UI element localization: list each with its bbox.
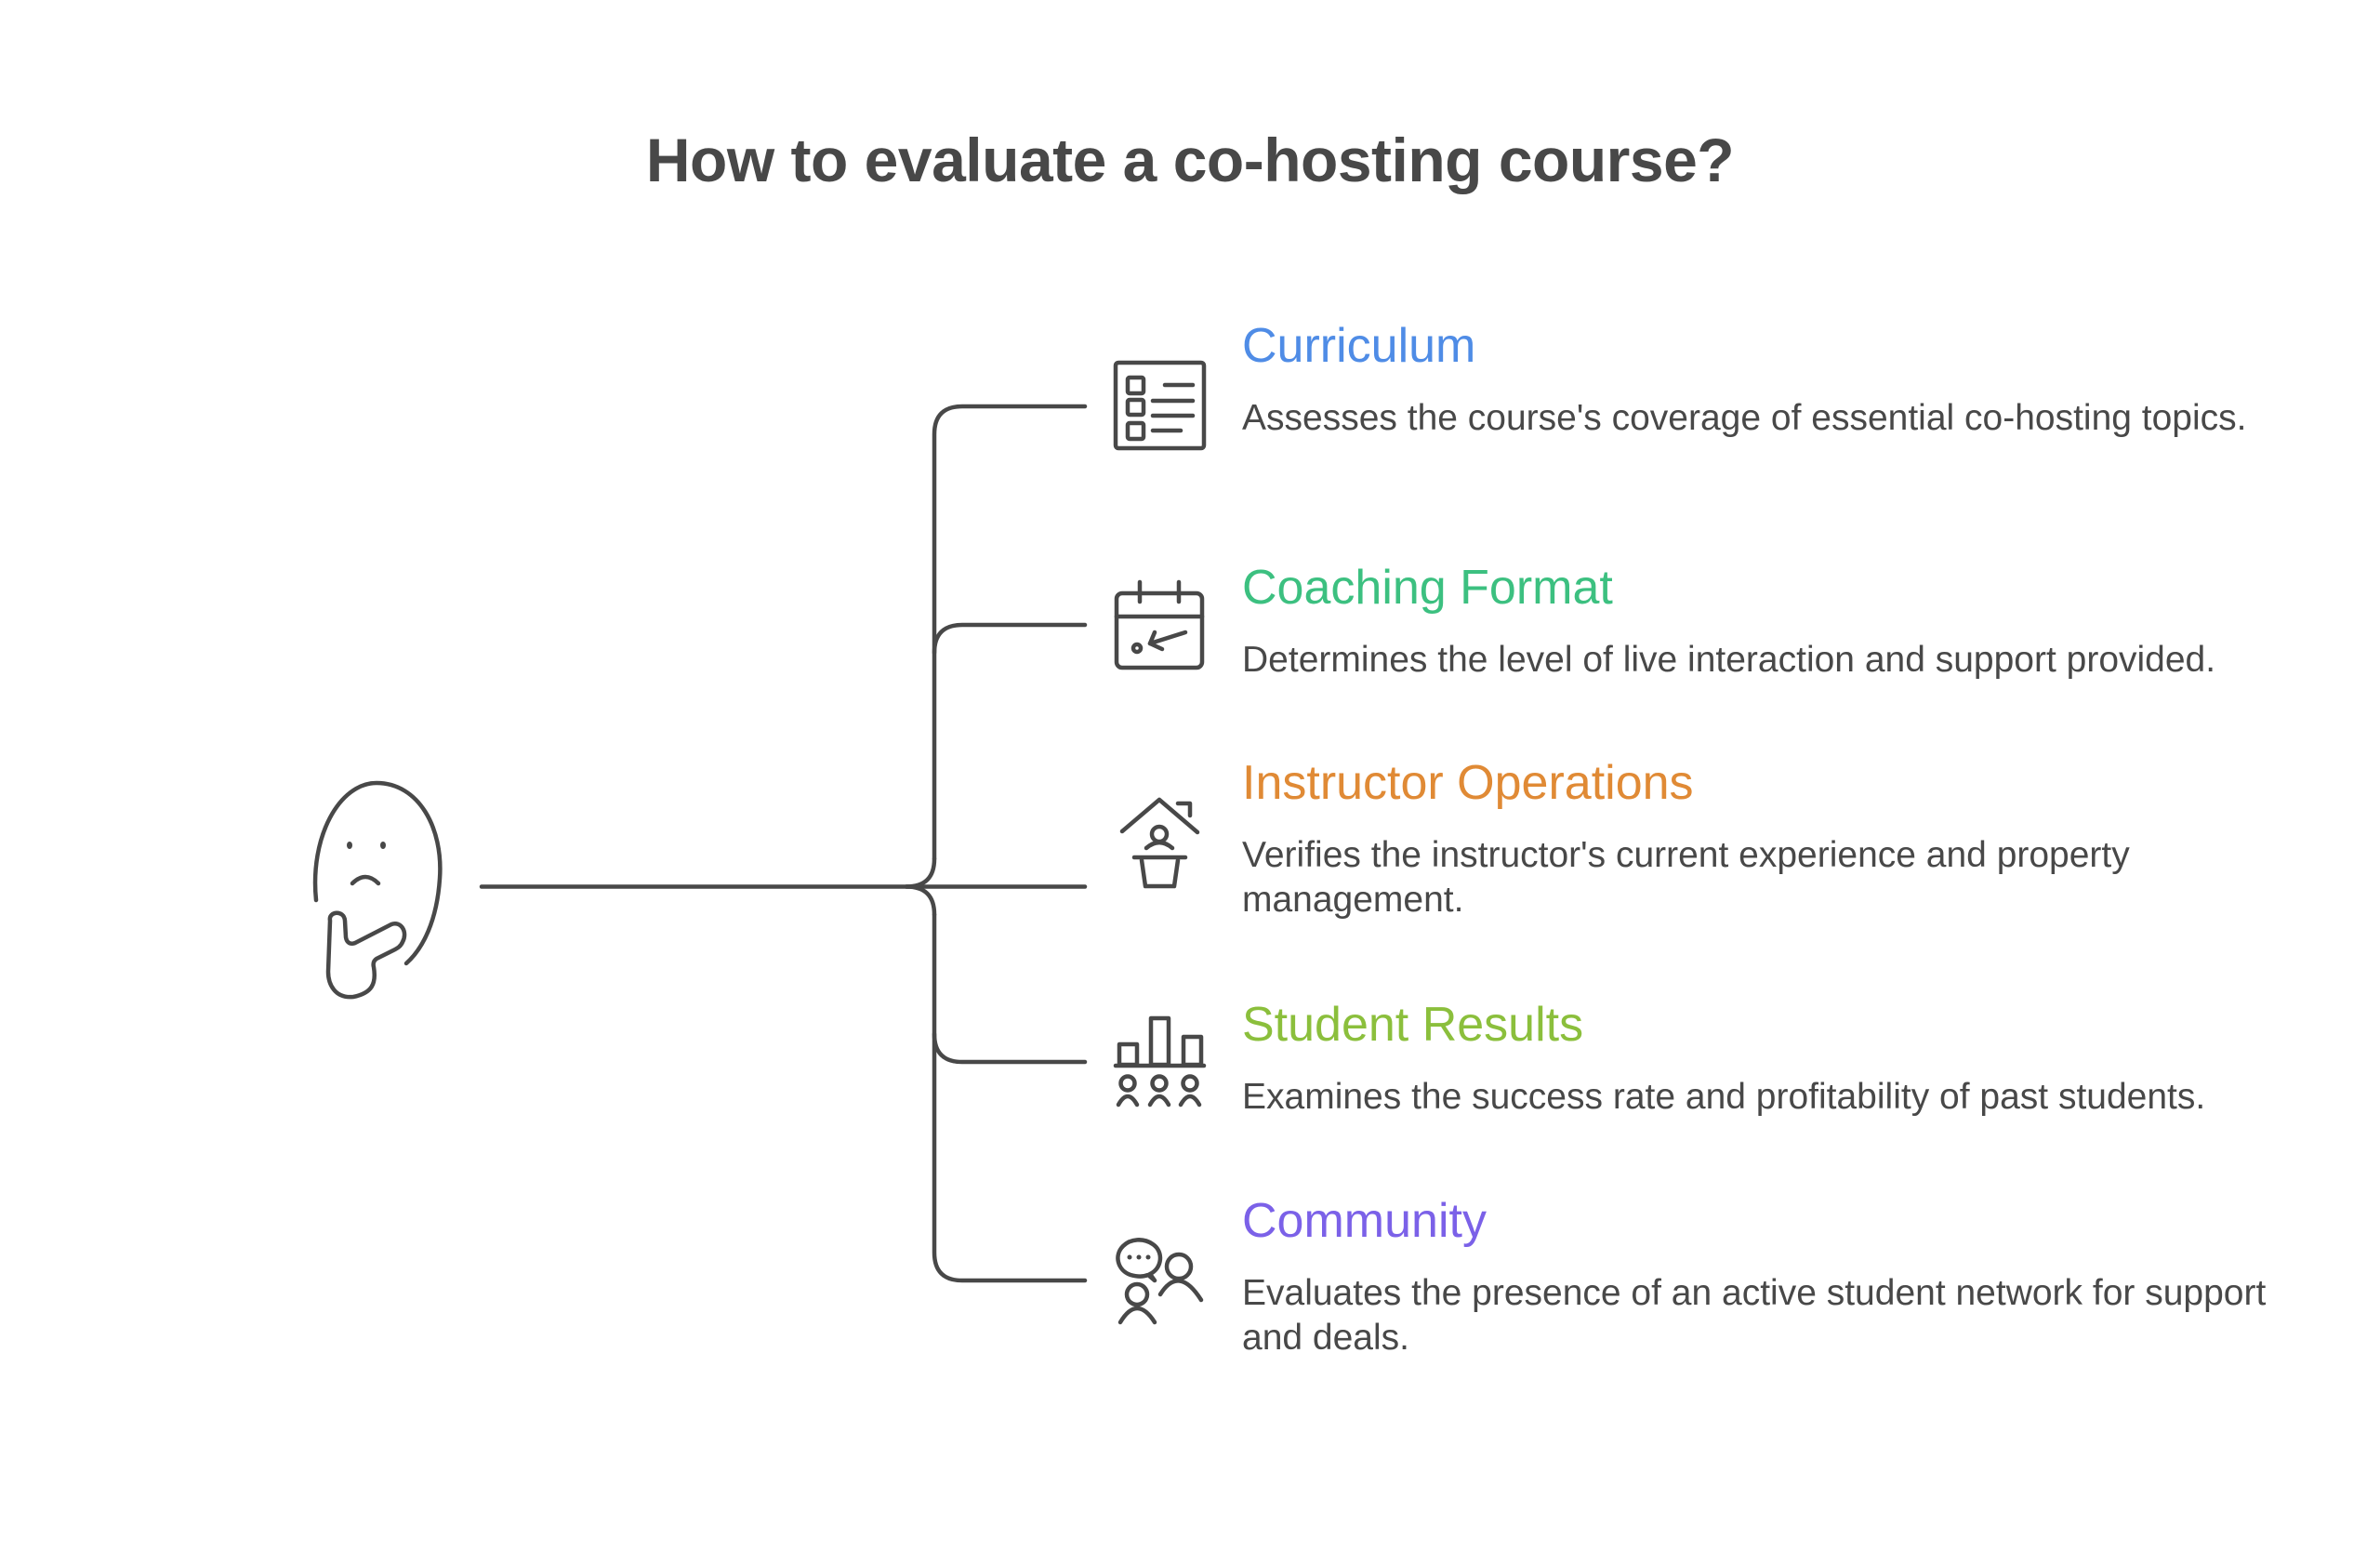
diagram-title: How to evaluate a co-hosting course? bbox=[645, 126, 1735, 194]
item-description-curriculum: Assesses the course's coverage of essent… bbox=[1242, 398, 2247, 438]
item-description-instructor-operations: Verifies the instructor's current experi… bbox=[1242, 835, 2130, 920]
item-title-curriculum: Curriculum bbox=[1242, 319, 1476, 373]
item-instructor-operations: Instructor Operations Verifies the instr… bbox=[1242, 755, 2311, 922]
branch-community-line bbox=[932, 912, 1088, 1283]
community-chat-icon bbox=[1116, 1238, 1204, 1325]
branch-curriculum-line bbox=[932, 404, 1088, 861]
instructor-house-icon bbox=[1119, 797, 1200, 889]
item-title-community: Community bbox=[1242, 1194, 1487, 1248]
item-description-student-results: Examines the success rate and profitabil… bbox=[1242, 1077, 2206, 1117]
checklist-icon bbox=[1113, 360, 1207, 451]
spine-join-down bbox=[904, 884, 937, 917]
bar-chart-people-icon bbox=[1113, 1015, 1207, 1108]
item-curriculum: Curriculum Assesses the course's coverag… bbox=[1242, 318, 2311, 441]
branch-coaching-line bbox=[932, 622, 1088, 656]
branch-student-results-line bbox=[932, 1031, 1088, 1065]
item-title-coaching-format: Coaching Format bbox=[1242, 561, 1613, 615]
item-community: Community Evaluates the presence of an a… bbox=[1242, 1193, 2311, 1360]
item-description-coaching-format: Determines the level of live interaction… bbox=[1242, 640, 2216, 680]
item-coaching-format: Coaching Format Determines the level of … bbox=[1242, 560, 2311, 683]
item-title-instructor-operations: Instructor Operations bbox=[1242, 756, 1694, 810]
thinking-face-icon bbox=[312, 780, 443, 1000]
item-student-results: Student Results Examines the success rat… bbox=[1242, 997, 2311, 1120]
spine-join-up bbox=[904, 856, 937, 889]
item-title-student-results: Student Results bbox=[1242, 998, 1584, 1052]
calendar-icon bbox=[1114, 579, 1205, 670]
item-description-community: Evaluates the presence of an active stud… bbox=[1242, 1273, 2267, 1358]
